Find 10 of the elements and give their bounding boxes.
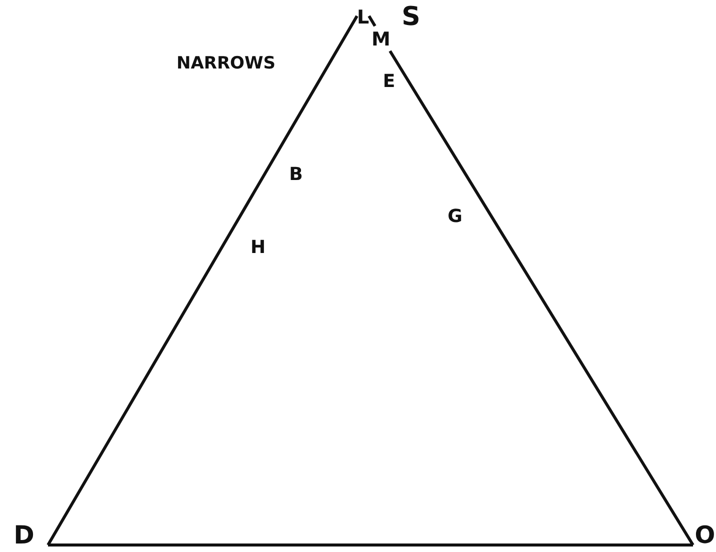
- point-label: S: [402, 4, 420, 30]
- point-label: O: [694, 523, 716, 547]
- point-label: E: [382, 73, 396, 91]
- point-label: M: [372, 30, 390, 50]
- point-label: D: [14, 522, 34, 548]
- point-label: G: [448, 208, 462, 226]
- point-label: L: [356, 8, 370, 28]
- point-label: NARROWS: [176, 56, 276, 72]
- point-label: H: [250, 239, 266, 257]
- point-label: B: [289, 166, 303, 184]
